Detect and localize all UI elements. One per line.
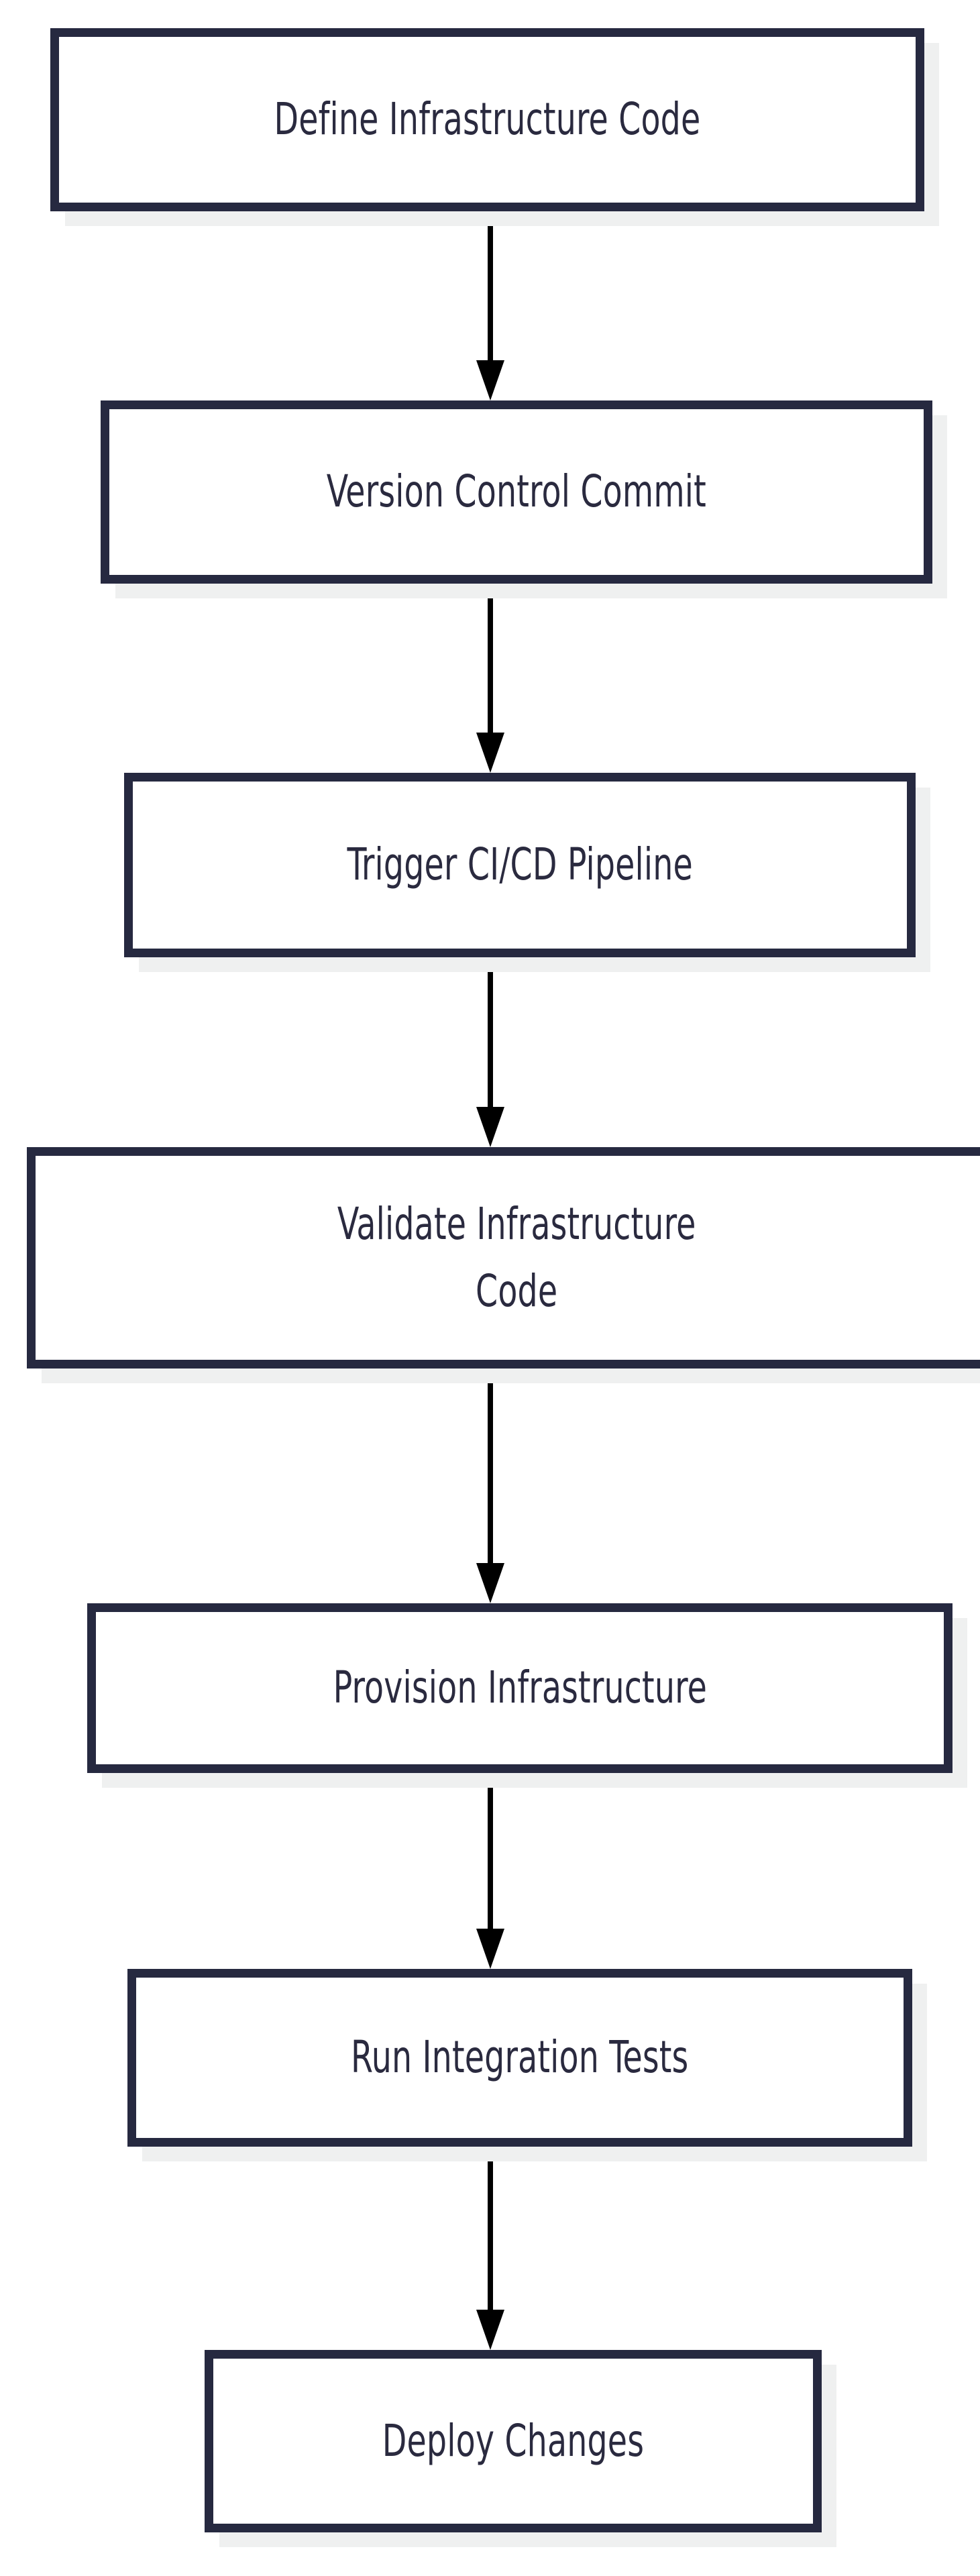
node-run-integration-tests[interactable]: Run Integration Tests <box>127 1969 912 2147</box>
node-define-infrastructure-code[interactable]: Define Infrastructure Code <box>50 28 924 211</box>
edge-shaft <box>487 957 493 1107</box>
edge-shaft <box>487 211 493 360</box>
arrowhead-icon <box>476 1107 504 1147</box>
edge-shaft <box>487 1368 493 1563</box>
node-validate-infrastructure-code[interactable]: Validate Infrastructure Code <box>27 1147 980 1368</box>
edge-shaft <box>487 584 493 733</box>
node-label: Validate Infrastructure Code <box>337 1197 696 1317</box>
node-version-control-commit[interactable]: Version Control Commit <box>101 400 932 584</box>
node-label: Define Infrastructure Code <box>274 93 701 146</box>
node-label: Run Integration Tests <box>351 2031 689 2084</box>
edge-shaft <box>487 1773 493 1929</box>
node-trigger-ci-cd-pipeline[interactable]: Trigger CI/CD Pipeline <box>124 773 916 957</box>
arrowhead-icon <box>476 2310 504 2350</box>
arrowhead-icon <box>476 1563 504 1603</box>
arrowhead-icon <box>476 360 504 400</box>
node-label: Trigger CI/CD Pipeline <box>347 839 693 891</box>
edge-shaft <box>487 2147 493 2310</box>
arrowhead-icon <box>476 733 504 773</box>
node-label: Provision Infrastructure <box>333 1662 707 1714</box>
node-deploy-changes[interactable]: Deploy Changes <box>205 2350 822 2532</box>
node-label: Version Control Commit <box>326 466 707 518</box>
arrowhead-icon <box>476 1929 504 1969</box>
node-provision-infrastructure[interactable]: Provision Infrastructure <box>87 1603 952 1773</box>
node-label: Deploy Changes <box>382 2414 645 2467</box>
